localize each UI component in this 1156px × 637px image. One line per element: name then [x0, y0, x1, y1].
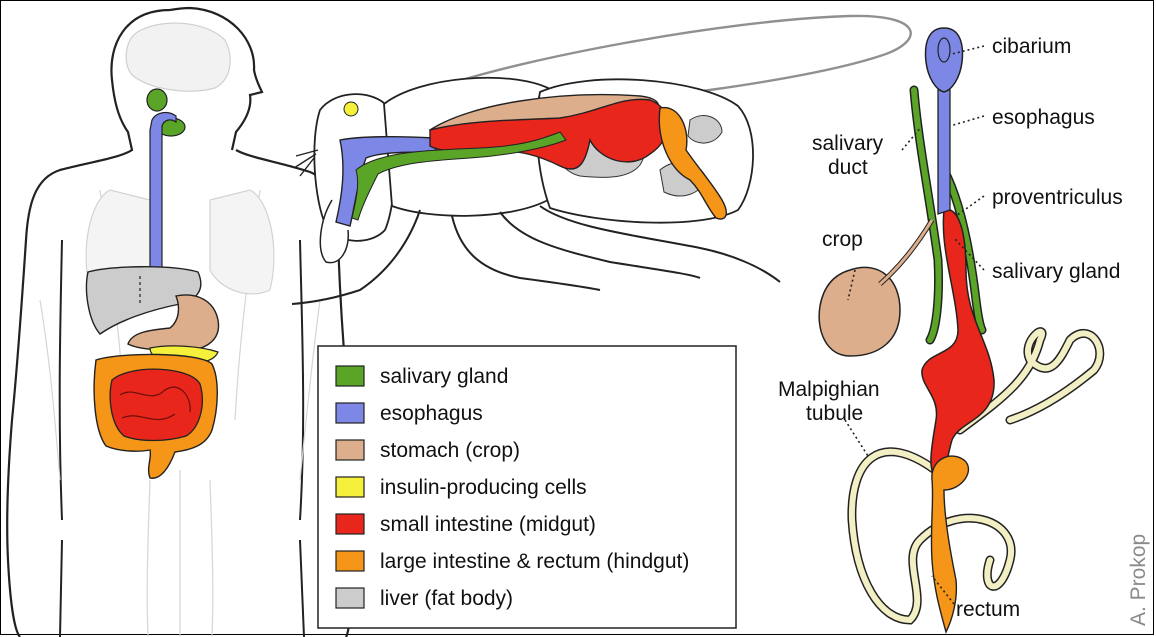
label-malpighian-2: tubule — [806, 402, 863, 425]
label-malpighian-1: Malpighian — [778, 378, 880, 401]
legend-label: salivary gland — [380, 365, 508, 388]
credit-text: A. Prokop — [1127, 534, 1150, 626]
human-salivary-gland-upper — [147, 89, 167, 111]
legend-label: insulin-producing cells — [380, 476, 587, 499]
human-small-intestine — [110, 369, 202, 440]
legend-item: liver (fat body) — [336, 587, 513, 610]
legend-item: large intestine & rectum (hindgut) — [336, 550, 689, 573]
legend-swatch — [336, 403, 364, 423]
label-crop: crop — [822, 228, 863, 251]
legend-swatch — [336, 551, 364, 571]
label-salivary-gland: salivary gland — [992, 260, 1120, 283]
legend: salivary gland esophagus stomach (crop) ins… — [318, 346, 736, 628]
human-figure — [7, 8, 355, 637]
legend-label: esophagus — [380, 402, 483, 425]
legend-item: esophagus — [336, 402, 483, 425]
fly-figure — [292, 16, 911, 304]
legend-swatch — [336, 514, 364, 534]
label-proventriculus: proventriculus — [992, 186, 1123, 209]
legend-item: stomach (crop) — [336, 439, 520, 462]
legend-swatch — [336, 366, 364, 386]
legend-label: liver (fat body) — [380, 587, 513, 610]
legend-swatch — [336, 440, 364, 460]
label-rectum: rectum — [956, 598, 1020, 621]
label-salivary-duct-1: salivary — [812, 132, 884, 155]
human-brain — [126, 23, 230, 91]
legend-swatch — [336, 477, 364, 497]
insect-crop — [819, 267, 900, 356]
label-salivary-duct-2: duct — [828, 156, 868, 179]
legend-label: small intestine (midgut) — [380, 513, 596, 536]
legend-label: stomach (crop) — [380, 439, 520, 462]
legend-item: salivary gland — [336, 365, 508, 388]
legend-swatch — [336, 588, 364, 608]
label-cibarium: cibarium — [992, 35, 1071, 58]
legend-label: large intestine & rectum (hindgut) — [380, 550, 689, 573]
insect-esophagus — [938, 90, 950, 214]
label-esophagus: esophagus — [992, 106, 1095, 129]
fly-ipc-cells — [344, 102, 358, 116]
